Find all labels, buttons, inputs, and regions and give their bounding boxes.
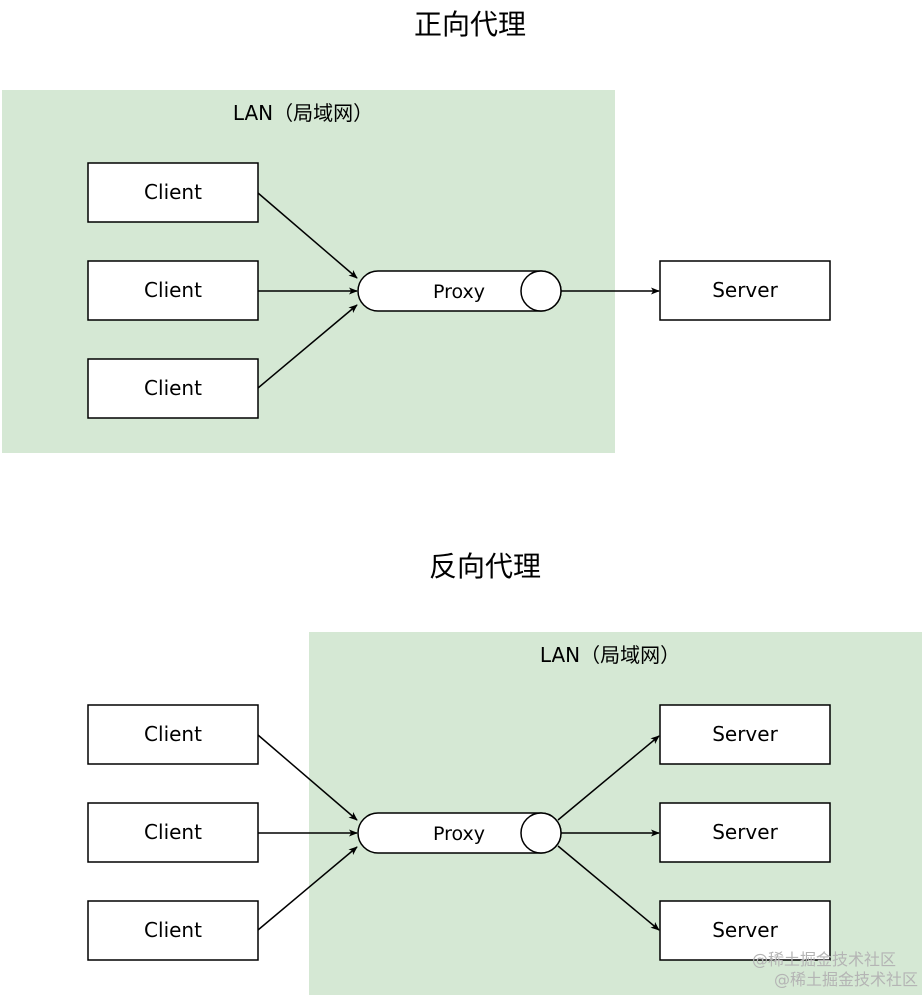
watermark-text: @稀土掘金技术社区: [752, 950, 896, 969]
reverse-proxy-section: 反向代理 LAN（局域网） Client Client Client Proxy…: [87, 550, 922, 995]
forward-client-1-label: Client: [144, 180, 202, 204]
forward-arrow-client-3-to-proxy: [257, 304, 358, 389]
watermark-text-shadow: @稀土掘金技术社区: [774, 970, 918, 989]
forward-client-3: Client: [87, 358, 259, 419]
reverse-arrow-client-1-to-proxy: [257, 734, 358, 821]
forward-arrow-client-1-to-proxy: [257, 192, 358, 279]
reverse-server-1-label: Server: [712, 722, 778, 746]
forward-server-1: Server: [659, 260, 831, 321]
reverse-proxy-node: Proxy: [357, 812, 562, 854]
forward-proxy-section: 正向代理 LAN（局域网） Client Client Client Proxy…: [2, 8, 831, 453]
forward-client-1: Client: [87, 162, 259, 223]
reverse-server-2: Server: [659, 802, 831, 863]
forward-proxy-label: Proxy: [433, 281, 485, 303]
reverse-lan-label: LAN（局域网）: [540, 643, 680, 667]
reverse-proxy-title: 反向代理: [429, 550, 541, 583]
reverse-server-3: Server: [659, 900, 831, 961]
reverse-arrow-proxy-to-server-1: [557, 735, 660, 821]
forward-proxy-title: 正向代理: [414, 8, 526, 41]
reverse-server-2-label: Server: [712, 820, 778, 844]
reverse-server-3-label: Server: [712, 918, 778, 942]
reverse-client-1: Client: [87, 704, 259, 765]
forward-server-1-label: Server: [712, 278, 778, 302]
reverse-client-2: Client: [87, 802, 259, 863]
reverse-client-3: Client: [87, 900, 259, 961]
forward-client-3-label: Client: [144, 376, 202, 400]
reverse-proxy-label: Proxy: [433, 823, 485, 845]
reverse-client-1-label: Client: [144, 722, 202, 746]
forward-proxy-node: Proxy: [357, 270, 562, 312]
reverse-server-1: Server: [659, 704, 831, 765]
reverse-arrow-proxy-to-server-3: [557, 845, 660, 931]
reverse-arrow-client-3-to-proxy: [257, 846, 358, 931]
forward-lan-label: LAN（局域网）: [233, 101, 373, 125]
forward-client-2: Client: [87, 260, 259, 321]
reverse-client-3-label: Client: [144, 918, 202, 942]
reverse-client-2-label: Client: [144, 820, 202, 844]
forward-client-2-label: Client: [144, 278, 202, 302]
